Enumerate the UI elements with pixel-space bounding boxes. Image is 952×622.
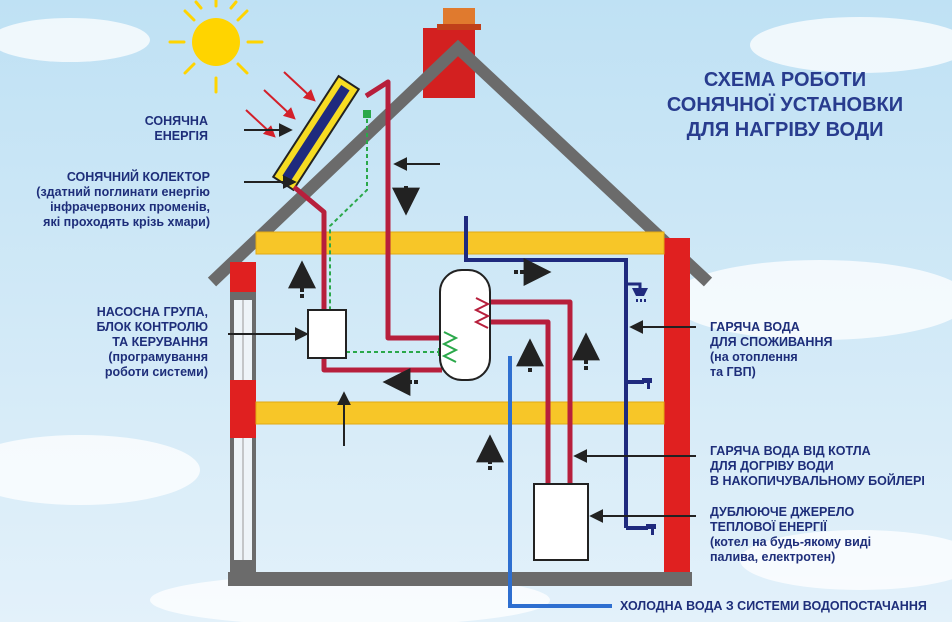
label-line: БЛОК КОНТРОЛЮ xyxy=(96,320,208,334)
label-line: ЕНЕРГІЯ xyxy=(154,129,208,143)
roof xyxy=(207,39,713,287)
label-line: ГАРЯЧА ВОДА ВІД КОТЛА xyxy=(710,444,871,458)
backup-source-label: ДУБЛЮЮЧЕ ДЖЕРЕЛО ТЕПЛОВОЇ ЕНЕРГІЇ (котел… xyxy=(710,505,871,565)
title-line: СОНЯЧНОЇ УСТАНОВКИ xyxy=(666,94,904,116)
water-tap-icon xyxy=(642,378,652,389)
label-line: (на отоплення xyxy=(710,350,798,364)
solar-rays xyxy=(245,71,316,138)
cold-water-label: ХОЛОДНА ВОДА З СИСТЕМИ ВОДОПОСТАЧАННЯ xyxy=(620,599,927,613)
label-line: ДЛЯ СПОЖИВАННЯ xyxy=(710,335,833,349)
boiler-water-label: ГАРЯЧА ВОДА ВІД КОТЛА ДЛЯ ДОГРІВУ ВОДИ В… xyxy=(710,444,925,489)
right-wall xyxy=(664,238,690,572)
label-line: роботи системи) xyxy=(104,365,208,379)
label-line: ГАРЯЧА ВОДА xyxy=(710,320,800,334)
pump-group-label: НАСОСНА ГРУПА, БЛОК КОНТРОЛЮ ТА КЕРУВАНН… xyxy=(96,305,208,380)
label-line: ДЛЯ ДОГРІВУ ВОДИ xyxy=(710,459,834,473)
label-line: (здатний поглинати енергію xyxy=(36,185,210,199)
backup-boiler-icon xyxy=(533,483,589,561)
control-line xyxy=(329,112,442,353)
solar-energy-label: СОНЯЧНА ЕНЕРГІЯ xyxy=(145,114,208,144)
water-tap-icon xyxy=(646,524,656,535)
title-line: ДЛЯ НАГРІВУ ВОДИ xyxy=(686,119,884,141)
diagram-title: СХЕМА РОБОТИ СОНЯЧНОЇ УСТАНОВКИ ДЛЯ НАГР… xyxy=(640,68,930,143)
label-line: які проходять крізь хмари) xyxy=(43,215,210,229)
ground-floor xyxy=(228,572,692,586)
label-line: ТА КЕРУВАННЯ xyxy=(112,335,208,349)
shower-head-icon xyxy=(626,282,648,302)
attic-beam xyxy=(255,231,665,255)
left-wall-brick xyxy=(230,262,256,292)
flow-arrows xyxy=(228,123,696,523)
title-line: СХЕМА РОБОТИ xyxy=(703,69,867,91)
label-heading: СОНЯЧНИЙ КОЛЕКТОР xyxy=(66,170,210,184)
label-line: (котел на будь-якому виді xyxy=(710,535,872,549)
label-line: НАСОСНА ГРУПА, xyxy=(96,305,208,319)
label-line: СОНЯЧНА xyxy=(144,114,208,128)
label-line: палива, електротен) xyxy=(710,550,836,564)
label-line: ТЕПЛОВОЇ ЕНЕРГІЇ xyxy=(710,520,827,534)
label-line: В НАКОПИЧУВАЛЬНОМУ БОЙЛЕРІ xyxy=(710,474,925,488)
label-line: та ГВП) xyxy=(710,365,756,379)
collector-label: СОНЯЧНИЙ КОЛЕКТОР (здатний поглинати ене… xyxy=(36,170,210,230)
dashed-flow-arrows xyxy=(288,186,600,470)
left-wall-brick xyxy=(230,380,256,438)
hot-water-label: ГАРЯЧА ВОДА ДЛЯ СПОЖИВАННЯ (на отоплення… xyxy=(710,320,832,380)
label-line: ДУБЛЮЮЧЕ ДЖЕРЕЛО xyxy=(710,505,855,519)
label-line: інфрачервоних променів, xyxy=(50,200,210,214)
storage-boiler-icon xyxy=(439,269,491,381)
sun-icon xyxy=(168,0,264,94)
pump-control-box xyxy=(307,309,347,359)
clouds xyxy=(0,17,952,622)
mid-floor-beam xyxy=(255,401,665,425)
supply-pipe xyxy=(508,356,612,608)
label-line: (програмування xyxy=(108,350,208,364)
